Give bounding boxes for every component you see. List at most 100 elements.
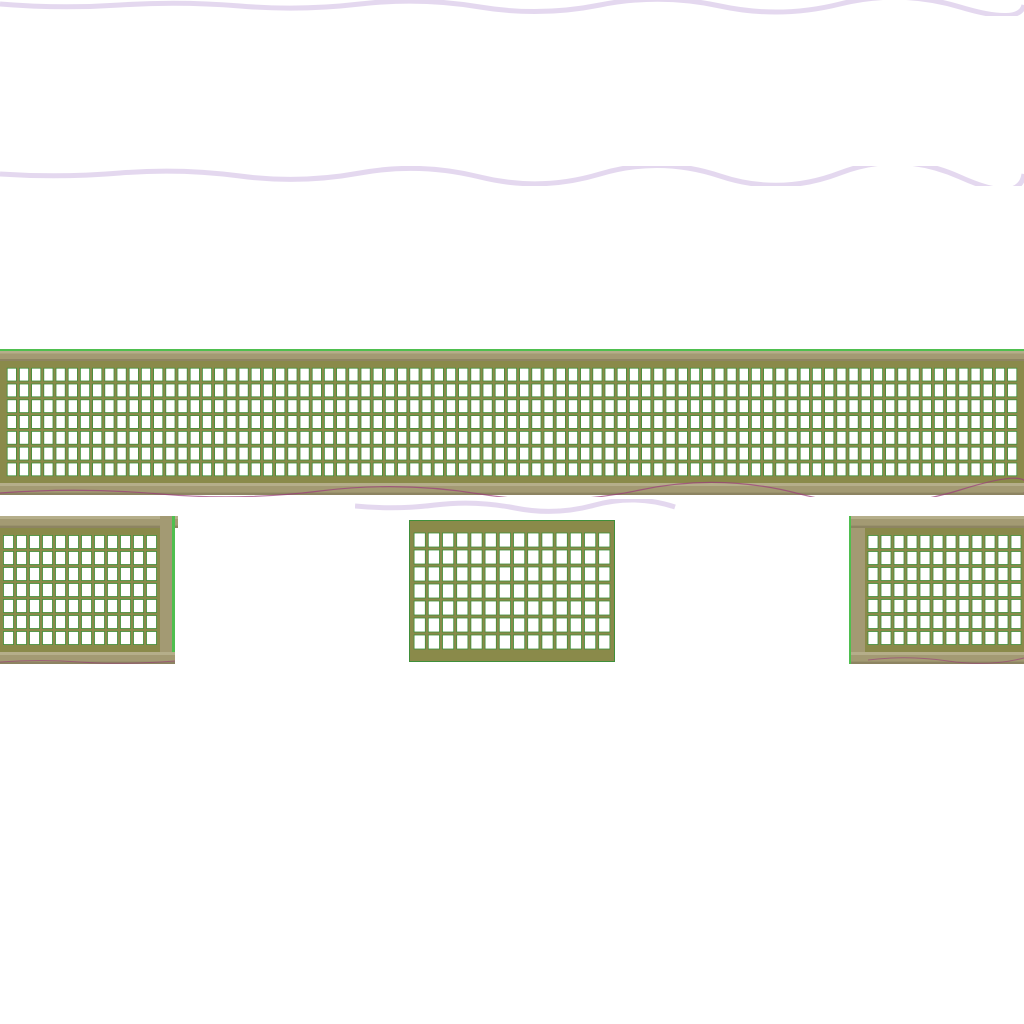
grid-opening <box>836 431 847 445</box>
grid-opening <box>945 583 957 597</box>
grid-opening <box>107 567 118 581</box>
grid-opening <box>397 415 408 429</box>
grid-opening <box>751 383 762 398</box>
smear-artifact-top <box>0 0 1024 16</box>
grid-opening <box>456 617 469 633</box>
grid-opening <box>824 431 835 445</box>
grid-opening <box>604 462 615 477</box>
grid-opening <box>702 415 713 429</box>
grid-opening <box>909 383 920 398</box>
grid-opening <box>934 415 945 429</box>
grid-opening <box>946 462 957 477</box>
grid-opening <box>287 462 298 477</box>
grid-opening <box>140 446 151 461</box>
grid-opening <box>94 535 105 549</box>
grid-opening <box>906 535 918 549</box>
grid-opening <box>311 383 322 398</box>
grid-opening <box>921 446 932 461</box>
grid-opening <box>484 566 497 582</box>
grid-opening <box>214 399 225 413</box>
grid-opening <box>906 631 918 645</box>
grid-opening <box>201 399 212 413</box>
grid-opening <box>323 399 334 413</box>
grid-opening <box>427 634 440 650</box>
grid-opening <box>527 549 540 565</box>
grid-opening <box>751 431 762 445</box>
grid-opening <box>92 367 103 382</box>
grid-opening <box>311 462 322 477</box>
grid-opening <box>569 617 582 633</box>
grid-opening <box>751 446 762 461</box>
grid-opening <box>413 549 426 565</box>
grid-opening <box>55 551 66 565</box>
grid-opening <box>598 566 611 582</box>
grid-opening <box>893 567 905 581</box>
grid-opening <box>238 431 249 445</box>
grid-opening <box>470 600 483 616</box>
grid-opening <box>67 446 78 461</box>
grid-opening <box>456 549 469 565</box>
grid-opening <box>653 446 664 461</box>
grid-opening <box>569 634 582 650</box>
grid-opening <box>893 599 905 613</box>
grid-opening <box>177 462 188 477</box>
grid-opening <box>763 383 774 398</box>
grid-opening <box>104 462 115 477</box>
grid-opening <box>442 583 455 599</box>
grid-opening <box>55 583 66 597</box>
grid-opening <box>527 566 540 582</box>
grid-opening <box>592 431 603 445</box>
grid-opening <box>445 462 456 477</box>
grid-opening <box>513 600 526 616</box>
grid-opening <box>580 383 591 398</box>
grid-opening <box>787 462 798 477</box>
grid-opening <box>43 367 54 382</box>
grid-opening <box>527 617 540 633</box>
grid-opening <box>397 367 408 382</box>
grid-opening <box>519 462 530 477</box>
grid-opening <box>92 462 103 477</box>
grid-opening <box>348 367 359 382</box>
grid-opening <box>348 431 359 445</box>
grid-opening <box>177 415 188 429</box>
grid-opening <box>677 399 688 413</box>
grid-opening <box>238 462 249 477</box>
grid-opening <box>445 367 456 382</box>
left-lattice-panel <box>0 516 178 664</box>
right-stile-edge <box>172 516 175 664</box>
grid-opening <box>909 399 920 413</box>
grid-opening <box>146 615 157 629</box>
grid-opening <box>919 631 931 645</box>
grid-opening <box>262 399 273 413</box>
grid-opening <box>360 431 371 445</box>
grid-opening <box>541 566 554 582</box>
grid-opening <box>799 431 810 445</box>
grid-opening <box>714 367 725 382</box>
grid-opening <box>498 532 511 548</box>
grid-opening <box>153 367 164 382</box>
grid-opening <box>299 383 310 398</box>
grid-opening <box>970 446 981 461</box>
grid-opening <box>799 399 810 413</box>
grid-opening <box>519 367 530 382</box>
grid-opening <box>107 535 118 549</box>
grid-opening <box>226 367 237 382</box>
grid-opening <box>775 446 786 461</box>
grid-opening <box>946 367 957 382</box>
grid-opening <box>1010 583 1022 597</box>
grid-opening <box>18 446 29 461</box>
grid-opening <box>6 399 17 413</box>
grid-opening <box>568 367 579 382</box>
grid-opening <box>442 634 455 650</box>
grid-opening <box>932 615 944 629</box>
grid-opening <box>799 462 810 477</box>
grid-opening <box>984 615 996 629</box>
long-lattice-panel <box>0 349 1024 497</box>
grid-opening <box>55 383 66 398</box>
smear-artifact-upper <box>0 166 1024 186</box>
grid-opening <box>433 399 444 413</box>
grid-opening <box>43 399 54 413</box>
grid-opening <box>421 367 432 382</box>
grid-opening <box>262 383 273 398</box>
grid-opening <box>470 399 481 413</box>
